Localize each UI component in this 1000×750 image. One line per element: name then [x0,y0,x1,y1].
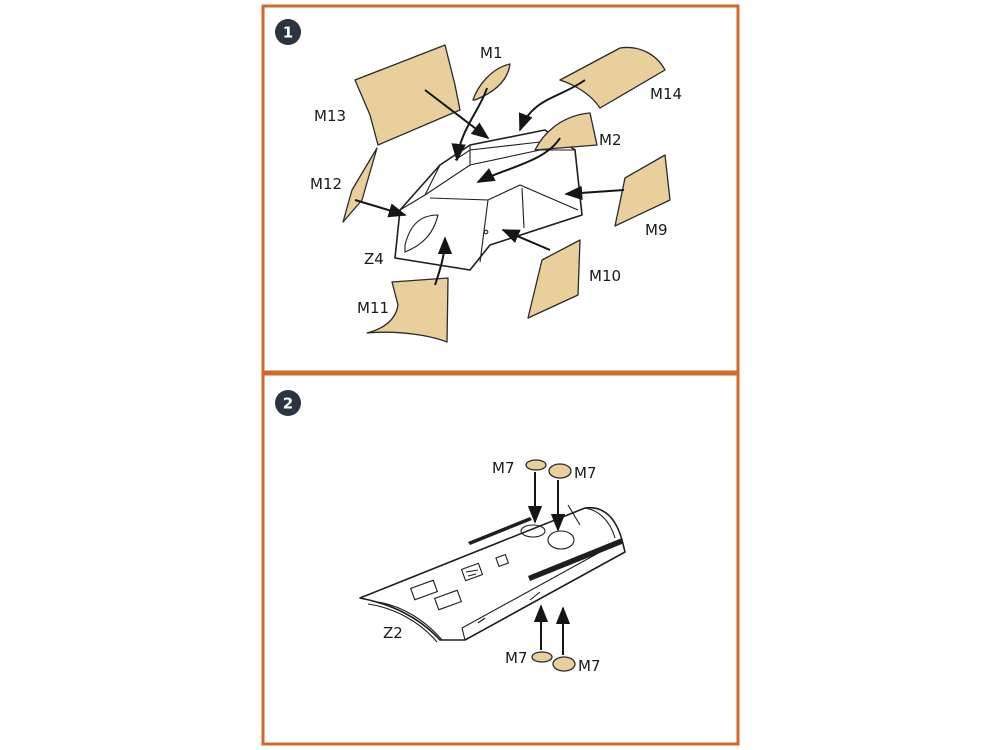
arrow-m13 [424,89,490,140]
mask-m10 [527,239,581,319]
step-1-badge: 1 [275,19,301,45]
step-2-badge: 2 [275,390,301,416]
step-2-number: 2 [283,395,293,413]
mask-m7-top-left [525,459,547,471]
arrow-m2 [476,137,561,183]
step-1-number: 1 [283,24,293,42]
mask-m9 [614,154,671,227]
floor-part-z2 [359,504,626,643]
label-m7-top-left: M7 [492,459,515,477]
mask-m14 [559,46,666,109]
label-m2: M2 [599,131,622,149]
label-m14: M14 [650,85,682,103]
label-m7-top-right: M7 [574,464,597,482]
canopy-part-z4 [394,129,583,271]
label-m12: M12 [310,175,342,193]
floor-groove-lower [528,538,622,581]
arrow-m14 [518,79,586,132]
step-2-panel: 2 M7 [261,372,740,746]
label-m13: M13 [314,107,346,125]
arrow-m10 [501,229,551,251]
mask-m7-bottom-left [531,651,553,663]
label-m9: M9 [645,221,668,239]
label-z4: Z4 [364,250,384,268]
floor-groove-upper [468,517,532,545]
label-m7-bottom-left: M7 [505,649,528,667]
label-m7-bottom-right: M7 [578,657,601,675]
mask-m7-bottom-right [552,656,576,672]
mask-m7-top-right [548,463,572,479]
arrow-m11 [434,236,453,286]
mask-m2 [534,112,598,151]
arrow-m12 [354,199,407,218]
step-1-frame [261,4,740,374]
label-m10: M10 [589,267,621,285]
step-2-frame [261,372,740,746]
mask-m13 [354,44,461,146]
label-z2: Z2 [383,624,403,642]
mask-m1 [472,63,511,101]
label-m11: M11 [357,299,389,317]
arrow-m1 [451,87,488,162]
step-1-panel: 1 [261,4,740,374]
arrow-m9 [564,185,625,201]
mask-m12 [342,147,378,223]
mask-m11 [366,277,449,343]
floor-hole-1 [520,524,546,538]
label-m1: M1 [480,44,503,62]
